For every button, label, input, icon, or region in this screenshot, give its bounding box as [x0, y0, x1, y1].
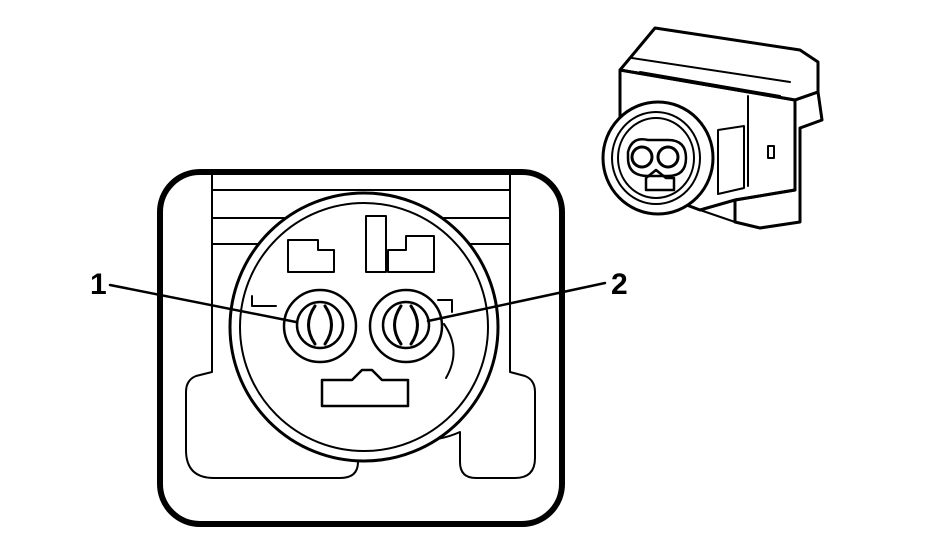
left-side-bump [251, 295, 277, 307]
pin-1-contact-left [307, 304, 317, 346]
callout-1: 1 [90, 268, 298, 324]
right-side-bump [437, 299, 453, 313]
iso-lower-key [644, 168, 676, 192]
callout-1-label: 1 [90, 268, 107, 301]
callout-2-leader [426, 281, 607, 323]
iso-pin-2 [656, 145, 680, 169]
iso-body-top [618, 26, 820, 102]
housing-outline [157, 169, 565, 527]
iso-latch [717, 125, 745, 195]
upper-left-key [287, 239, 335, 273]
lower-key [320, 368, 410, 408]
iso-pin-1 [630, 145, 654, 169]
iso-base-line [699, 209, 736, 223]
iso-ridge-1 [631, 57, 791, 83]
callout-2-label: 2 [611, 268, 628, 301]
callout-2: 2 [426, 268, 628, 323]
pin-2-contact-right [409, 304, 419, 346]
callout-1-leader [108, 283, 298, 324]
upper-center-key [365, 215, 387, 273]
upper-right-key [387, 235, 435, 273]
connector-isometric-view [601, 26, 824, 230]
pin-2-cavity [368, 288, 444, 364]
right-side-slot [443, 323, 455, 379]
port-outer-ring [228, 191, 500, 463]
iso-port-core [617, 117, 695, 199]
port-inner-ring [239, 202, 489, 452]
pin-1-terminal [295, 300, 345, 350]
iso-cavity-outline [626, 138, 688, 178]
pin-1-cavity [282, 288, 358, 364]
iso-latch-slot [767, 145, 775, 159]
iso-ridge-2 [639, 71, 781, 97]
pin-2-terminal [381, 300, 431, 350]
pin-1-contact-right [323, 304, 333, 346]
pin-2-contact-left [393, 304, 403, 346]
connector-face-view [157, 169, 565, 527]
